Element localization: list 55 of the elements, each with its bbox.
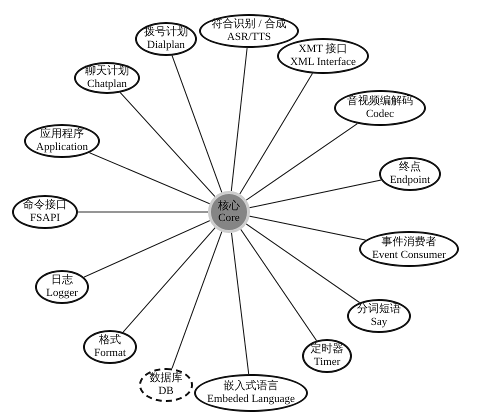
- node-label: Timer: [314, 356, 340, 369]
- node-label: 格式: [99, 334, 121, 347]
- connector-line: [122, 227, 216, 332]
- connector-line: [246, 224, 360, 303]
- node-label: Format: [94, 347, 126, 360]
- connector-line: [89, 152, 210, 204]
- node-label: Dialplan: [147, 39, 185, 52]
- node-label: 拨号计划: [144, 26, 188, 39]
- node-label: 分词短语: [357, 303, 401, 316]
- connector-line: [120, 92, 216, 197]
- connector-line: [84, 220, 210, 278]
- connector-line: [171, 232, 222, 369]
- component-ellipse: [35, 270, 89, 304]
- connector-line: [78, 211, 208, 213]
- node-label: XMT 接口: [298, 43, 348, 56]
- node-label: Codec: [366, 108, 394, 121]
- node-label: 事件消费者: [382, 236, 436, 249]
- node-label: Application: [36, 141, 88, 154]
- node-label: 日志: [51, 274, 73, 287]
- component-ellipse: [199, 14, 299, 48]
- node-label: 符合识别 / 合成: [212, 18, 286, 31]
- node-label: 嵌入式语言: [224, 380, 278, 393]
- node-label: 终点: [399, 161, 421, 174]
- connector-line: [240, 229, 317, 341]
- node-label: Core: [218, 212, 240, 224]
- component-ellipse: [24, 124, 100, 158]
- node-label: Say: [370, 316, 388, 329]
- component-ellipse: [302, 339, 352, 373]
- node-label: ASR/TTS: [226, 31, 271, 44]
- node-label: Chatplan: [87, 78, 127, 91]
- node-label: 命令接口: [23, 199, 67, 212]
- node-label: 聊天计划: [85, 65, 129, 78]
- component-ellipse: [83, 330, 137, 364]
- connector-line: [249, 180, 382, 208]
- node-label: 音视频编解码: [347, 95, 413, 108]
- node-label: Event Consumer: [372, 249, 446, 262]
- core-circle: [208, 191, 250, 233]
- node-label: 数据库: [150, 372, 182, 385]
- connector-line: [230, 48, 248, 192]
- node-label: Endpoint: [390, 174, 430, 187]
- connector-line: [172, 56, 222, 192]
- node-label: DB: [158, 385, 174, 398]
- component-ellipse: [135, 22, 197, 56]
- connector-line: [249, 216, 366, 241]
- connector-line: [246, 123, 358, 201]
- connector-line: [239, 73, 313, 194]
- node-label: Logger: [46, 287, 78, 300]
- component-ellipse: [277, 38, 369, 74]
- node-label: XML Interface: [290, 56, 356, 69]
- connector-line: [230, 232, 250, 374]
- node-label: 应用程序: [40, 128, 84, 141]
- node-label: Embeded Language: [207, 393, 295, 406]
- node-label: 核心: [218, 200, 240, 212]
- node-label: 定时器: [310, 343, 344, 356]
- node-label: FSAPI: [30, 212, 60, 225]
